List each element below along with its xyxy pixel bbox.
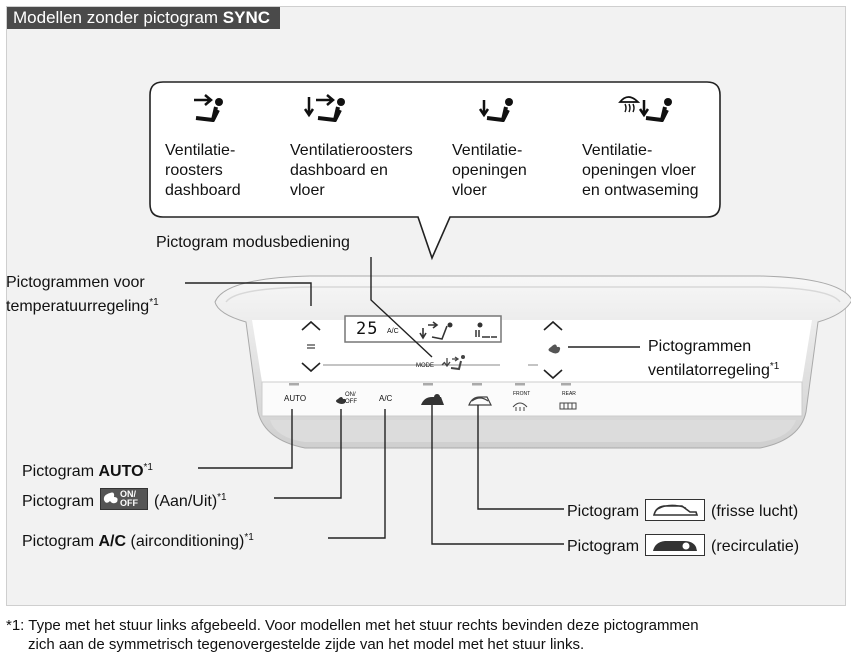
section-header: Modellen zonder pictogram SYNC bbox=[7, 7, 281, 29]
console-top-lip bbox=[225, 286, 841, 303]
temp-label-line1: Pictogrammen voor bbox=[6, 274, 145, 291]
recirculation-icon bbox=[645, 534, 706, 556]
temp-label-line2: temperatuurregeling bbox=[6, 298, 150, 315]
temp-control-label: Pictogrammen voor temperatuurregeling*1 bbox=[6, 273, 159, 317]
fresh-label-desc: (frisse lucht) bbox=[711, 503, 799, 520]
ac-label: Pictogram A/C (airconditioning)*1 bbox=[22, 528, 254, 552]
ac-label-name: A/C bbox=[98, 533, 127, 550]
climate-control-illustration bbox=[149, 81, 851, 545]
mode-label-dashboard-floor: Ventilatieroosters dashboard en vloer bbox=[290, 141, 413, 201]
recirculation-car-icon bbox=[653, 541, 698, 551]
onoff-label-desc: (Aan/Uit) bbox=[154, 493, 218, 510]
onoff-icon-text: ON/OFF bbox=[120, 490, 138, 508]
temp-down-arrow[interactable] bbox=[301, 362, 321, 373]
front-defrost-button[interactable]: FRONT bbox=[513, 391, 531, 397]
ac-label-desc: (airconditioning) bbox=[130, 533, 245, 550]
mode-0-line2: roosters bbox=[165, 162, 223, 179]
fan-label-line1: Pictogrammen bbox=[648, 338, 752, 355]
leader-lines bbox=[185, 257, 640, 545]
onoff-button-off: OFF bbox=[345, 399, 357, 405]
front-defrost-icon[interactable] bbox=[512, 402, 528, 411]
onoff-button-fan-icon[interactable] bbox=[336, 397, 346, 404]
display-mode-icon bbox=[419, 321, 448, 340]
button-row bbox=[261, 381, 803, 417]
auto-label-word: Pictogram bbox=[22, 463, 95, 480]
mode-3-line2: openingen vloer bbox=[582, 162, 696, 179]
console-bottom-shadow bbox=[270, 420, 796, 442]
dashboard-vent-icon bbox=[194, 94, 223, 122]
temp-footnote-mark: *1 bbox=[149, 297, 159, 308]
display-temperature: 25 bbox=[356, 319, 379, 339]
recirculation-label: Pictogram (recirculatie) bbox=[567, 534, 799, 557]
onoff-button-on: ON/ bbox=[345, 392, 356, 398]
footnote-line1: *1: Type met het stuur links afgebeeld. … bbox=[6, 617, 699, 634]
mode-button-icon[interactable] bbox=[441, 356, 460, 368]
fresh-air-icon bbox=[645, 499, 706, 521]
header-prefix: Modellen zonder pictogram bbox=[13, 8, 219, 27]
mode-label-floor-defrost: Ventilatie-openingen vloer en ontwaseming bbox=[582, 141, 699, 201]
dashboard-floor-vent-icon bbox=[303, 94, 345, 122]
temp-up-arrow[interactable] bbox=[301, 320, 321, 331]
mode-label-dashboard: Ventilatie-roosters dashboard bbox=[165, 141, 241, 201]
mode-2-line2: openingen bbox=[452, 162, 527, 179]
onoff-pictogram-icon: ON/OFF bbox=[100, 488, 149, 510]
auto-label: Pictogram AUTO*1 bbox=[22, 458, 153, 482]
onoff-label: Pictogram ON/OFF (Aan/Uit)*1 bbox=[22, 488, 227, 512]
floor-defrost-vent-icon bbox=[618, 96, 672, 122]
ac-label-word: Pictogram bbox=[22, 533, 95, 550]
floor-vent-icon bbox=[478, 98, 513, 122]
auto-footnote-mark: *1 bbox=[143, 462, 153, 473]
mode-control-label: Pictogram modusbediening bbox=[156, 234, 350, 251]
temp-divider-mark bbox=[307, 344, 315, 349]
recirculation-button-icon[interactable] bbox=[421, 394, 444, 405]
fresh-air-car-icon bbox=[653, 504, 699, 516]
mode-label-floor: Ventilatie-openingen vloer bbox=[452, 141, 527, 201]
onoff-label-word: Pictogram bbox=[22, 493, 95, 510]
mode-0-line1: Ventilatie- bbox=[165, 142, 236, 159]
footnote-line2: zich aan de symmetrisch tegenovergesteld… bbox=[28, 636, 585, 653]
onoff-button[interactable]: ON/OFF bbox=[345, 392, 357, 406]
button-indicators bbox=[289, 383, 571, 386]
mode-2-line3: vloer bbox=[452, 182, 487, 199]
onoff-icon-on: ON/ bbox=[120, 489, 137, 499]
mode-0-line3: dashboard bbox=[165, 182, 241, 199]
mode-callout-bubble bbox=[149, 81, 721, 261]
recirc-label-desc: (recirculatie) bbox=[711, 538, 800, 555]
fresh-air-button-icon[interactable] bbox=[468, 396, 492, 406]
fresh-label-word: Pictogram bbox=[567, 503, 640, 520]
fan-up-arrow[interactable] bbox=[543, 320, 563, 331]
onoff-footnote-mark: *1 bbox=[217, 492, 227, 503]
fan-level-bars bbox=[475, 330, 497, 338]
fan-down-arrow[interactable] bbox=[543, 369, 563, 380]
mode-3-line3: en ontwaseming bbox=[582, 182, 699, 199]
auto-button[interactable]: AUTO bbox=[284, 394, 307, 403]
header-brand: SYNC bbox=[222, 8, 271, 27]
display-ac: A/C bbox=[387, 328, 399, 335]
auto-label-name: AUTO bbox=[98, 463, 144, 480]
fan-label-line2: ventilatorregeling bbox=[648, 362, 770, 379]
mode-1-line3: vloer bbox=[290, 182, 325, 199]
mode-2-line1: Ventilatie- bbox=[452, 142, 523, 159]
ac-footnote-mark: *1 bbox=[244, 532, 254, 543]
ac-button[interactable]: A/C bbox=[379, 394, 393, 403]
footnote: *1: Type met het stuur links afgebeeld. … bbox=[6, 616, 848, 654]
mode-1-line2: dashboard en bbox=[290, 162, 388, 179]
onoff-icon-off: OFF bbox=[120, 498, 139, 508]
recirc-label-word: Pictogram bbox=[567, 538, 640, 555]
rear-defrost-icon[interactable] bbox=[559, 402, 577, 410]
fresh-air-label: Pictogram (frisse lucht) bbox=[567, 499, 798, 522]
fan-control-icon[interactable] bbox=[548, 344, 561, 354]
mode-button-text: MODE bbox=[416, 363, 434, 369]
mode-1-line1: Ventilatieroosters bbox=[290, 142, 413, 159]
fan-icon bbox=[103, 492, 118, 504]
fan-control-label: Pictogrammen ventilatorregeling*1 bbox=[648, 337, 779, 381]
fan-footnote-mark: *1 bbox=[769, 361, 780, 372]
mode-3-line1: Ventilatie- bbox=[582, 142, 653, 159]
rear-defrost-button[interactable]: REAR bbox=[562, 391, 576, 397]
